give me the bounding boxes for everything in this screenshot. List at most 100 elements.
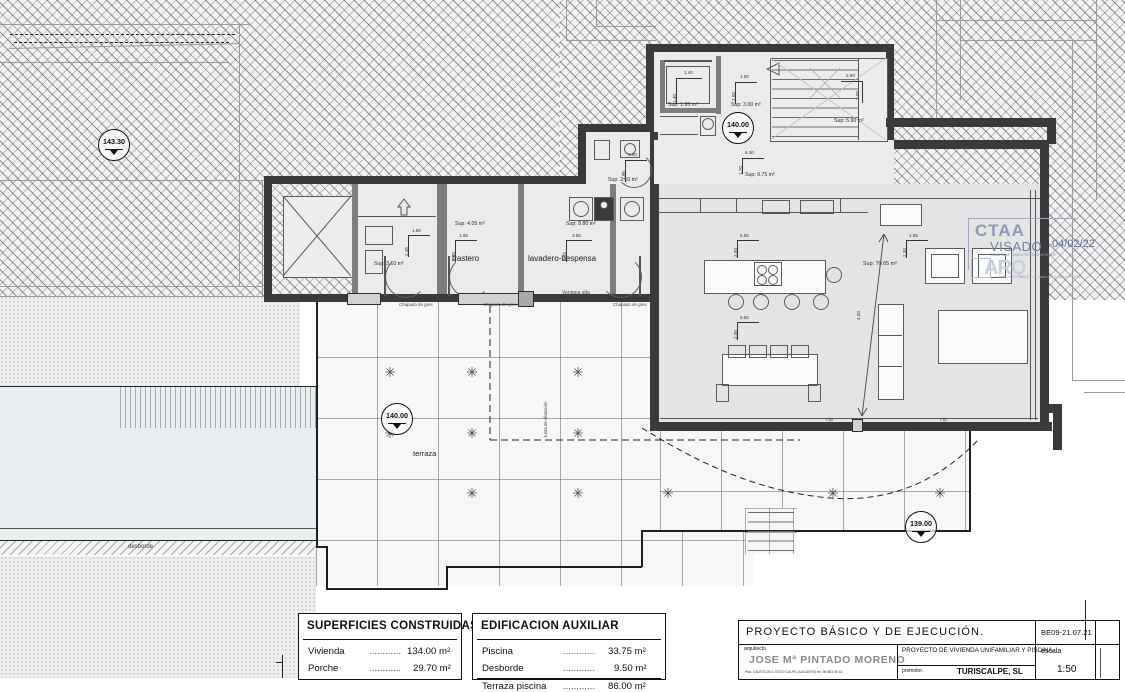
partition-wall-1 <box>352 184 358 294</box>
contour-line-m <box>936 20 1096 21</box>
dimension-mark <box>625 160 647 182</box>
site-dot-fill-left <box>0 296 300 386</box>
surfaces-row-dots: ............ <box>369 663 401 674</box>
annotation-fijo-2: Fijo <box>940 417 948 422</box>
kitchen-sink <box>762 200 790 214</box>
appliance-dryer <box>620 197 644 221</box>
title-block-scale-label: escala <box>1041 648 1062 655</box>
title-block-vrule-right <box>1095 621 1097 679</box>
aux-table-divider <box>477 639 661 641</box>
dimension-width: 1.50 <box>628 152 637 157</box>
pool-hatch <box>120 386 316 428</box>
shelving-unit <box>878 304 904 400</box>
contour-line-i <box>596 0 597 26</box>
contour-line-q <box>1072 380 1125 381</box>
appliance-washer-drum <box>573 201 589 217</box>
kitchen-cabinet <box>800 200 834 214</box>
dimension-width: 1.65 <box>459 233 468 238</box>
stool <box>813 294 829 310</box>
surfaces-row-dots: ............ <box>369 646 401 657</box>
contour-line-f <box>0 296 300 297</box>
title-block-promoter-name: TURISCALPE, SL <box>957 667 1023 676</box>
kitchen-counter-line <box>658 198 1040 199</box>
dimension-width: 2.50 <box>846 73 855 78</box>
shower-tray <box>666 66 710 104</box>
terrace-outline-right <box>969 428 971 531</box>
exterior-wall-upper-block-left <box>646 44 654 140</box>
terrace-outline-left <box>316 296 318 546</box>
dining-chair <box>770 345 788 358</box>
floor-drain-symbol <box>385 364 395 377</box>
elevation-marker-139: 139.00 <box>905 511 937 543</box>
door-swing-arc <box>616 152 652 188</box>
stamp-border-left <box>968 218 969 270</box>
kitchen-cabinet-divider <box>700 198 701 212</box>
burner <box>757 265 767 275</box>
bath-vanity-edge <box>660 116 698 117</box>
wc-fixture <box>700 116 716 136</box>
exterior-wall-upper-block-right <box>886 44 894 144</box>
annotation-ventana-alta: Ventana alta <box>562 290 590 296</box>
surfaces-row-name: Vivienda <box>308 646 345 657</box>
patio-void-cross <box>283 196 351 276</box>
floor-drain-symbol <box>467 485 477 498</box>
aux-row-value: 9.50 m² <box>614 663 647 674</box>
contour-line-h <box>566 40 656 41</box>
dimension-height: 2.00 <box>855 91 860 100</box>
contour-line-p <box>1072 40 1073 380</box>
surfaces-table: SUPERFICIES CONSTRUIDAS Vivienda .......… <box>298 613 478 681</box>
partition-wall-4 <box>518 184 524 294</box>
stamp-subtitle: COAA JOSE MARIA PINTADO MORENO <box>990 253 1057 257</box>
stamp-border-top <box>968 218 1076 219</box>
stool <box>784 294 800 310</box>
roof-projection-curve <box>641 427 979 500</box>
dimension-height: 1.95 <box>621 171 626 180</box>
contour-line-r <box>1084 392 1125 393</box>
terrace-outline-bottom-rise <box>446 566 448 590</box>
exterior-steps <box>748 512 794 554</box>
dining-chair <box>728 345 746 358</box>
appliance-oven-knob <box>600 201 608 209</box>
title-block-code: BE09-21.07.21 <box>1041 628 1092 637</box>
annotation-chapado-gres-3: Chapado de gres <box>613 302 647 307</box>
exterior-wall-living-corner-bl <box>1040 404 1062 413</box>
dimension-width: 1.95 <box>909 233 918 238</box>
area-label-bath: Sup: 1.95 m² <box>668 102 698 108</box>
armchair-seat <box>931 254 959 278</box>
dimension-mark <box>566 240 592 262</box>
exterior-wall-left-wing-top <box>264 176 658 184</box>
door-swing-arc <box>600 256 642 298</box>
dimension-width: 3.60 <box>572 233 581 238</box>
partition-wall-5 <box>610 184 616 294</box>
floor-drain-symbol <box>573 425 583 438</box>
exterior-wall-left-wing-left <box>264 176 272 302</box>
aux-table: EDIFICACION AUXILIAR Piscina ...........… <box>472 613 666 691</box>
terrace-outline-bottom2 <box>446 566 642 568</box>
terrace-outline-bottom <box>326 588 446 590</box>
dimension-height: 2.30 <box>902 248 907 257</box>
contour-dashed-a <box>10 34 235 35</box>
elevation-value: 140.00 <box>727 120 749 129</box>
shelf-divider <box>878 366 902 367</box>
surfaces-row-name: Porche <box>308 663 339 674</box>
swimming-pool <box>0 386 316 541</box>
room-label-terraza: terraza <box>413 449 437 458</box>
bath-vanity-edge2 <box>660 134 698 135</box>
title-block-architect-name: JOSE Mª PINTADO MORENO <box>749 654 906 666</box>
interior-floor-corridor <box>654 140 894 184</box>
bath-partition-v2 <box>716 56 721 114</box>
title-block-hrule-2 <box>897 665 1035 667</box>
terrace-outline-step <box>316 546 327 548</box>
stair-stringer <box>858 58 859 140</box>
title-block-architect-address: Pda. CALETA 25-D 03710 CALPE (ALICANTE) … <box>745 670 844 674</box>
title-block-hrule-1 <box>739 644 1119 646</box>
contour-line-g <box>566 0 567 40</box>
burner <box>757 275 767 285</box>
annotation-chapado-gres-1: Chapado de gres <box>399 302 433 307</box>
contour-vert-b <box>262 180 263 296</box>
contour-dashed-b <box>14 42 229 43</box>
dining-chair <box>791 345 809 358</box>
contour-line-o <box>1096 0 1097 200</box>
dimension-mark <box>455 240 477 262</box>
kitchen-cabinet-divider <box>736 198 737 212</box>
